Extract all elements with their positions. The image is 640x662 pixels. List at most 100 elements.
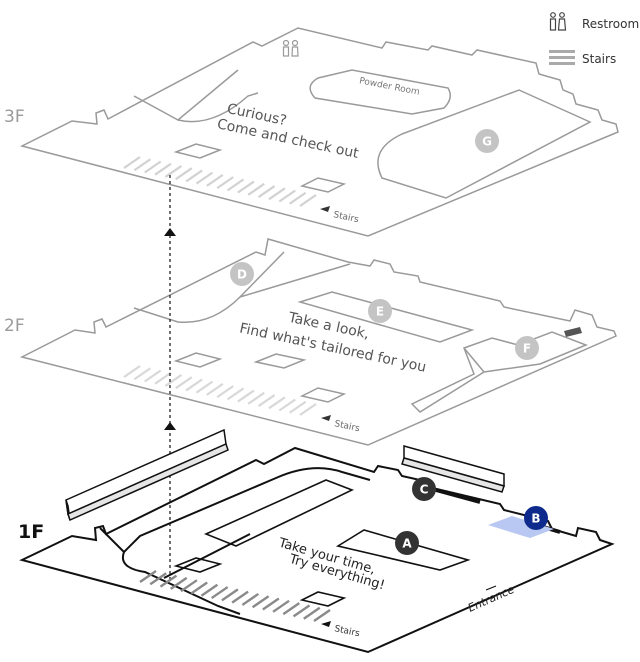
floor-3f-area-right [377,89,592,199]
stair-step [123,365,141,378]
stair-step [144,160,162,174]
stair-step [237,180,255,194]
stair-step [180,579,198,593]
marker-f-label: F [523,342,531,356]
floor-3f-outline [19,27,619,237]
floor-2f-markers: D E F [230,262,539,360]
floor-2f-area-d [133,251,285,324]
legend-stairs-label: Stairs [582,51,617,66]
stair-step [216,385,234,399]
floor-2f-area-e [297,291,475,343]
floor-1f-inner-wall [163,533,251,579]
stair-step [247,182,265,196]
marker-g-label: G [482,135,492,149]
stair-step [195,380,214,394]
floor-1f-desk-2 [299,591,347,607]
stair-step [190,581,208,595]
floor-2f-stairs [123,365,317,416]
stair-step [123,156,141,169]
floor-3f-restroom-icon [282,39,299,57]
marker-a-label: A [402,537,412,551]
legend-restroom-label: Restroom [582,16,640,31]
stair-step [175,167,193,181]
stair-step [289,191,307,205]
floor-3f-stairs-label: Stairs [332,210,359,225]
marker-d-label: D [237,268,247,282]
stair-step [185,169,203,183]
floor-2f-outline [19,238,617,446]
floor-2f-stairs-arrow [321,415,331,421]
stair-step [195,171,214,185]
stair-step [299,194,317,207]
marker-c-badge[interactable] [412,477,436,501]
stair-step [278,398,296,412]
stair-step [206,173,224,187]
stair-step [292,604,311,618]
floor-1f-table-center [203,479,355,547]
legend-stairs: Stairs [548,47,616,70]
stair-step [216,176,234,190]
floor-3f-tagline-2: Come and check out [216,116,361,162]
marker-d-badge[interactable] [230,262,254,286]
floor-3f-stairs-arrow [320,206,330,212]
stair-step [282,602,300,616]
stair-step [164,374,183,387]
stair-step [200,583,219,597]
stair-step [159,574,178,588]
marker-g-badge[interactable] [475,129,499,153]
floor-1f-stairs [139,570,331,622]
stair-step [144,369,162,383]
floor-1f-highlight-area [488,516,554,538]
marker-a-badge[interactable] [395,531,419,555]
stair-step [272,599,290,613]
marker-e-label: E [376,305,384,319]
restroom-icon [548,12,578,35]
stair-step [299,403,317,416]
marker-b-badge[interactable] [524,506,548,530]
stair-step [257,185,276,198]
stair-step [175,376,193,390]
stair-step [133,367,151,381]
floor-3f-area-curve [177,92,259,123]
stair-step [210,586,229,600]
connector-arrow-lower [164,422,176,430]
floor-2f-desk-2 [253,353,307,369]
wall-panel-left [65,428,229,522]
floor-connector [164,175,176,582]
floor-1f-stairs-label: Stairs [333,624,360,639]
stair-step [278,189,296,203]
stair-step [237,389,255,403]
floor-1f [19,446,615,654]
stair-step [206,382,224,396]
stair-step [164,165,183,178]
floor-2f-label: 2F [4,316,25,336]
floor-2f-dark-block [564,327,582,337]
wall-panel-right [401,445,505,493]
floor-1f-label: 1F [18,521,44,543]
floor-2f [19,238,617,446]
stair-step [241,592,260,606]
stair-step [231,590,249,604]
floor-2f-stairs-label: Stairs [333,419,360,434]
marker-e-badge[interactable] [368,299,392,323]
stair-step [185,378,203,392]
stair-step [262,597,280,611]
stair-step [154,371,172,385]
floor-3f-desk-2 [299,177,347,193]
stair-step [170,576,188,590]
marker-f-badge[interactable] [515,336,539,360]
floor-1f-desk-1 [173,557,223,573]
entrance-marker [485,585,497,591]
floor-1f-display-wall [99,467,371,615]
stair-step [221,588,239,602]
floor-2f-area-d-back [239,263,351,298]
marker-c-label: C [420,483,429,497]
floor-2f-area-f [410,331,589,413]
floor-3f-stairs [123,156,317,207]
floor-2f-desk-3 [299,387,347,403]
stair-step [247,391,265,405]
stair-step [251,595,270,609]
marker-b-label: B [531,512,540,526]
